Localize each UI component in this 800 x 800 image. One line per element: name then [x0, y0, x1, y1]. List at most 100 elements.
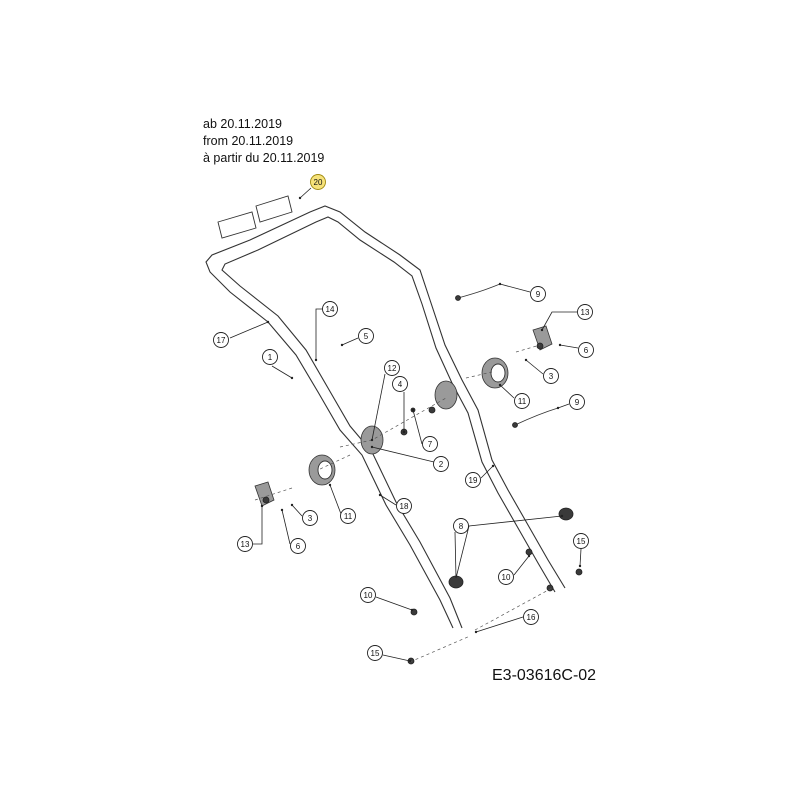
leader-end-dot: [498, 383, 502, 387]
leader-end-dot: [340, 343, 344, 347]
callout-circle: [514, 393, 530, 409]
leader-end-dot: [290, 503, 294, 507]
callout-circle: [498, 569, 514, 585]
grip-parts: [217, 195, 293, 239]
callout-leader: [559, 344, 579, 349]
callout-circle: [322, 301, 338, 317]
callout-11: 11: [328, 483, 356, 524]
callout-number: 9: [536, 290, 541, 299]
callout-leader: [499, 283, 531, 293]
callout-number: 5: [364, 332, 369, 341]
callout-19: 19: [465, 464, 495, 488]
handlebar-tube: [205, 205, 566, 629]
callout-5: 5: [340, 328, 374, 347]
leader-end-dot: [408, 659, 412, 663]
leader-end-dot: [260, 504, 264, 508]
callout-number: 3: [549, 372, 554, 381]
callout-18: 18: [378, 493, 412, 514]
callout-number: 16: [527, 613, 536, 622]
leader-end-dot: [578, 564, 582, 568]
leader-end-dot: [474, 630, 478, 634]
callout-1: 1: [262, 349, 294, 380]
leader-end-dot: [290, 376, 294, 380]
callout-leader: [341, 337, 359, 346]
callout-number: 15: [371, 649, 380, 658]
lever-right: [532, 325, 553, 351]
callout-circle: [530, 286, 546, 302]
callout-circle: [302, 510, 318, 526]
leader-end-dot: [411, 408, 415, 412]
callout-leader: [271, 365, 293, 379]
callout-number: 13: [581, 308, 590, 317]
callout-circle: [310, 174, 326, 190]
callout-number: 14: [326, 305, 335, 314]
callout-circle: [384, 360, 400, 376]
callout-circle: [358, 328, 374, 344]
lower-knobs: [407, 507, 583, 665]
callout-16: 16: [474, 609, 539, 634]
callout-number: 4: [398, 380, 403, 389]
callout-13: 13: [540, 304, 593, 332]
callout-11: 11: [498, 383, 530, 409]
callout-leader: [379, 494, 397, 506]
callout-circle: [262, 349, 278, 365]
callout-leader: [525, 359, 544, 375]
callout-10: 10: [360, 587, 414, 612]
callout-circle: [577, 304, 593, 320]
callout-leader: [371, 373, 386, 441]
validity-line-en: from 20.11.2019: [203, 134, 294, 148]
callout-7: 7: [411, 408, 438, 452]
callout-number: 9: [575, 398, 580, 407]
callout-17: 17: [213, 320, 270, 348]
leader-end-dot: [498, 282, 502, 286]
leader-end-dot: [314, 358, 318, 362]
callout-number: 2: [439, 460, 444, 469]
callout-leader: [382, 654, 411, 662]
callout-leader: [579, 548, 582, 567]
callout-13: 13: [237, 504, 264, 552]
validity-line-de: ab 20.11.2019: [203, 117, 283, 131]
callout-10: 10: [498, 554, 531, 585]
validity-line-fr: à partir du 20.11.2019: [203, 151, 325, 165]
callout-number: 13: [241, 540, 250, 549]
callout-circle: [573, 533, 589, 549]
callout-leader: [371, 446, 435, 463]
callout-leader: [475, 616, 524, 633]
callout-circle: [360, 587, 376, 603]
callout-circle: [392, 376, 408, 392]
leader-end-dot: [280, 508, 284, 512]
leader-end-dot: [410, 608, 414, 612]
leader-end-dot: [540, 328, 544, 332]
callout-leader: [454, 515, 563, 579]
callout-leader: [412, 409, 423, 445]
callout-leader: [253, 506, 263, 545]
callout-number: 18: [400, 502, 409, 511]
callout-leader: [229, 321, 269, 339]
callout-number: 7: [428, 440, 433, 449]
callout-circle: [422, 436, 438, 452]
leader-end-dot: [370, 445, 374, 449]
callout-circle: [569, 394, 585, 410]
leader-end-dot: [378, 493, 382, 497]
callout-number: 20: [314, 178, 323, 187]
callout-number: 10: [502, 573, 511, 582]
callout-circle: [465, 472, 481, 488]
drawing-code: E3-03616C-02: [492, 667, 597, 684]
callout-3: 3: [524, 358, 559, 384]
callout-15: 15: [573, 533, 589, 568]
callout-number: 6: [584, 346, 589, 355]
knob-left: [308, 454, 336, 486]
leader-end-dot: [560, 514, 564, 518]
callout-leader: [281, 509, 291, 545]
callout-14: 14: [314, 301, 338, 362]
callout-9: 9: [556, 394, 585, 410]
callout-8: 8: [453, 514, 564, 579]
callout-circle: [396, 498, 412, 514]
callout-leader: [375, 596, 413, 611]
callout-circle: [433, 456, 449, 472]
callout-number: 8: [459, 522, 464, 531]
callout-circle: [290, 538, 306, 554]
callout-number: 3: [308, 514, 313, 523]
